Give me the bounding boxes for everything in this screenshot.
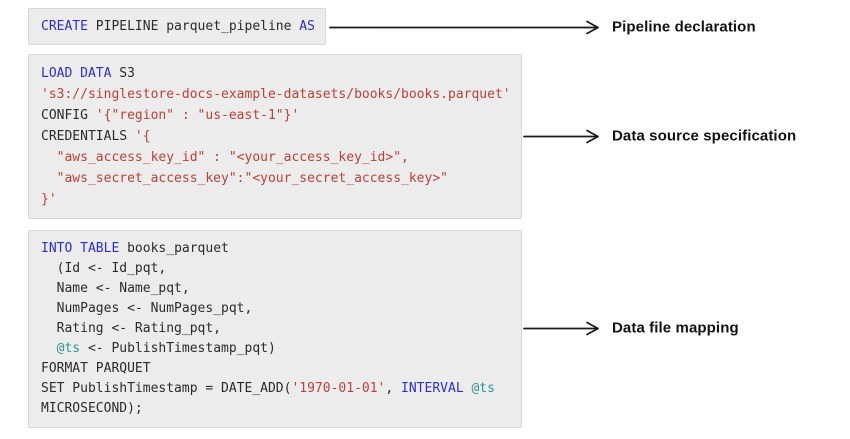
code-segment-var: @ts	[56, 341, 81, 356]
code-block-data-source-specification: LOAD DATA S3 's3://singlestore-docs-examp…	[28, 54, 522, 219]
code-segment-str: '{"region" : "us-east-1"}'	[95, 108, 300, 123]
code-block-data-file-mapping: INTO TABLE books_parquet (Id <- Id_pqt, …	[28, 230, 522, 428]
code-line: Name <- Name_pqt,	[41, 279, 509, 299]
code-line: (Id <- Id_pqt,	[41, 259, 509, 279]
annotation-label-data-source-specification: Data source specification	[612, 127, 797, 145]
code-line: }'	[41, 189, 509, 210]
code-line: MICROSECOND);	[41, 399, 509, 419]
arrowhead-icon	[586, 321, 599, 336]
annotation-label-data-file-mapping: Data file mapping	[612, 319, 739, 337]
code-segment-kw: INTO TABLE	[41, 241, 120, 256]
code-segment-plain: CONFIG	[41, 108, 96, 123]
arrowhead-icon	[586, 129, 599, 144]
arrow-pipeline-declaration	[329, 20, 599, 35]
code-segment-plain: CREDENTIALS	[41, 129, 135, 144]
code-segment-plain: S3	[111, 66, 135, 81]
code-segment-plain: Name <- Name_pqt,	[41, 281, 190, 296]
code-line: CREDENTIALS '{	[41, 126, 509, 147]
code-segment-plain: <- PublishTimestamp_pqt)	[80, 341, 276, 356]
code-segment-kw: AS	[299, 19, 315, 34]
code-line: LOAD DATA S3	[41, 63, 509, 84]
code-segment-kw: INTERVAL	[401, 381, 464, 396]
code-segment-plain	[41, 341, 57, 356]
code-segment-plain: FORMAT PARQUET	[41, 361, 151, 376]
code-line: "aws_secret_access_key":"<your_secret_ac…	[41, 168, 509, 189]
code-line: SET PublishTimestamp = DATE_ADD('1970-01…	[41, 379, 509, 399]
code-segment-plain: PIPELINE parquet_pipeline	[87, 19, 300, 34]
code-segment-plain: (Id <- Id_pqt,	[41, 261, 167, 276]
code-segment-str: }'	[41, 192, 57, 207]
code-segment-kw: CREATE	[41, 19, 88, 34]
code-block-pipeline-declaration: CREATE PIPELINE parquet_pipeline AS	[28, 8, 326, 45]
code-line: Rating <- Rating_pqt,	[41, 319, 509, 339]
code-segment-plain: books_parquet	[119, 241, 229, 256]
code-segment-plain: ,	[385, 381, 402, 396]
code-line: "aws_access_key_id" : "<your_access_key_…	[41, 147, 509, 168]
code-segment-plain: MICROSECOND);	[41, 401, 143, 416]
code-segment-str: "aws_secret_access_key":"<your_secret_ac…	[41, 171, 448, 186]
arrowhead-icon	[586, 20, 599, 35]
code-segment-kw: LOAD DATA	[41, 66, 112, 81]
arrow-data-file-mapping	[523, 321, 599, 336]
code-segment-var: @ts	[471, 381, 495, 396]
code-line: @ts <- PublishTimestamp_pqt)	[41, 339, 509, 359]
code-line: CONFIG '{"region" : "us-east-1"}'	[41, 105, 509, 126]
code-segment-str: '{	[134, 129, 151, 144]
code-line: CREATE PIPELINE parquet_pipeline AS	[41, 16, 315, 37]
code-segment-str: '1970-01-01'	[291, 381, 386, 396]
code-segment-plain: NumPages <- NumPages_pqt,	[41, 301, 253, 316]
code-line: FORMAT PARQUET	[41, 359, 509, 379]
code-line: 's3://singlestore-docs-example-datasets/…	[41, 84, 511, 105]
annotation-label-pipeline-declaration: Pipeline declaration	[612, 18, 756, 36]
code-segment-str: "aws_access_key_id" : "<your_access_key_…	[41, 150, 409, 165]
arrow-data-source-specification	[523, 129, 599, 144]
code-segment-str: 's3://singlestore-docs-example-datasets/…	[41, 87, 511, 102]
code-segment-plain: Rating <- Rating_pqt,	[41, 321, 222, 336]
code-line: INTO TABLE books_parquet	[41, 239, 509, 259]
code-line: NumPages <- NumPages_pqt,	[41, 299, 509, 319]
code-segment-plain: SET PublishTimestamp = DATE_ADD(	[41, 381, 292, 396]
